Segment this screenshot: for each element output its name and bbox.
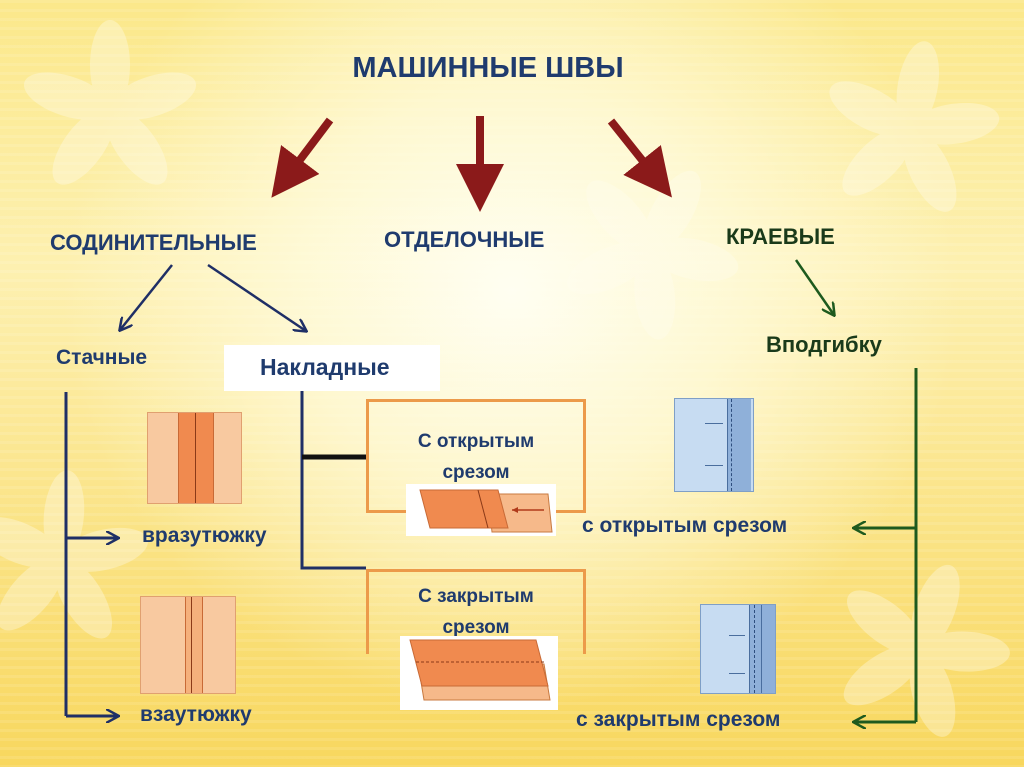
arrow-to-vpodgibku [794,259,834,315]
closed-cut-upper-layer [409,639,549,687]
arrow-to-nakladnye [207,263,306,331]
closed-cut-label: с закрытым срезом [576,708,781,731]
category-connecting: СОДИНИТЕЛЬНЫЕ [50,230,257,255]
open-cut-stitch [477,489,489,529]
nakladnye-label: Накладные [260,354,390,380]
closed-cut-line2: срезом [442,617,510,638]
closed-cut-box [366,569,586,654]
diagram-title: МАШИННЫЕ ШВЫ [352,52,624,84]
vzautyuzhku-label: взаутюжку [140,703,252,726]
nakladnye-bracket [300,378,366,570]
vrazutyuzhku-label: вразутюжку [142,524,267,547]
seam-pressed-side-image [140,596,236,694]
open-cut-box-text: С открытым срезом [366,426,586,488]
hem-open-cut-image [674,398,754,492]
stachnye-label: Стачные [56,346,148,369]
nakladnye-tag [224,345,440,391]
open-cut-line2: срезом [442,462,510,483]
arrow-to-edge [607,118,672,198]
open-cut-line1: С открытым [417,431,535,452]
open-cut-arrowhead [512,507,518,513]
arrow-to-connecting [271,117,334,198]
arrow-to-stachnye [120,264,173,330]
category-finishing: ОТДЕЛОЧНЫЕ [384,227,545,252]
closed-cut-box-text: С закрытым срезом [366,581,586,643]
hem-closed-cut-image [700,604,776,694]
category-edge: КРАЕВЫЕ [726,224,835,249]
vpodgibku-label: Вподгибку [766,332,882,357]
background-flower [18,20,202,200]
seam-pressed-open-image [147,412,242,504]
open-cut-label: с открытым срезом [582,514,788,537]
closed-cut-line1: С закрытым [418,586,534,607]
